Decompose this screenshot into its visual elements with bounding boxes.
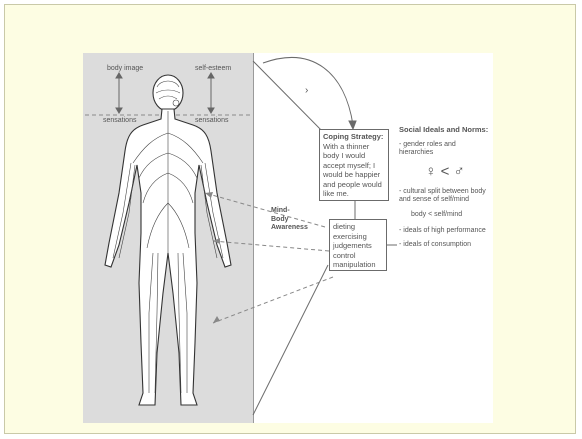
coping-line: and people would xyxy=(323,180,385,190)
action-item: dieting xyxy=(333,222,383,232)
norm-gender-roles: - gender roles and hierarchies xyxy=(399,141,491,158)
action-item: manipulation xyxy=(333,260,383,270)
coping-strategy-box: Coping Strategy: With a thinner body I w… xyxy=(319,129,389,201)
body-mind-comparison: body < self/mind xyxy=(411,211,491,220)
label-self-esteem: self-esteem xyxy=(195,65,231,72)
norm-high-performance: - ideals of high performance xyxy=(399,227,491,236)
coping-line: With a thinner xyxy=(323,142,385,152)
action-item: exercising xyxy=(333,232,383,242)
norm-cultural-split: - cultural split between body and sense … xyxy=(399,188,491,205)
coping-line: like me. xyxy=(323,189,385,199)
action-item: judgements xyxy=(333,241,383,251)
coping-line: would be happier xyxy=(323,170,385,180)
coping-line: accept myself; I xyxy=(323,161,385,171)
coping-line: body I would xyxy=(323,151,385,161)
gender-symbols-icon: ♀ < ♂ xyxy=(399,164,491,180)
label-sensations-left: sensations xyxy=(103,117,136,124)
social-norms-list: Social Ideals and Norms: - gender roles … xyxy=(399,125,491,254)
slide-frame: body image self-esteem sensations sensat… xyxy=(4,4,576,434)
social-norms-title: Social Ideals and Norms: xyxy=(399,125,491,135)
label-mind-body-awareness: Mind- Body Awareness xyxy=(271,207,308,233)
body-mind-diagram: body image self-esteem sensations sensat… xyxy=(83,53,493,423)
coping-strategy-title: Coping Strategy: xyxy=(323,132,385,142)
label-sensations-right: sensations xyxy=(195,117,228,124)
chevron-icon: › xyxy=(305,85,308,96)
norm-consumption: - ideals of consumption xyxy=(399,241,491,250)
action-item: control xyxy=(333,251,383,261)
label-body-image: body image xyxy=(107,65,143,72)
coping-actions-box: dieting exercising judgements control ma… xyxy=(329,219,387,271)
